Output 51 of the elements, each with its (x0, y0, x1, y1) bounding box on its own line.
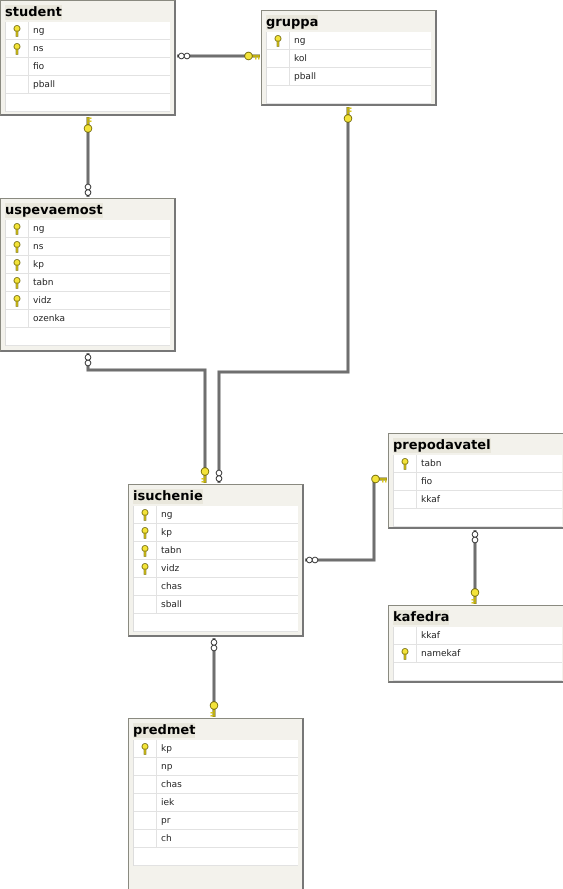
column-name: namekaf (421, 648, 460, 658)
table-box (0, 0, 176, 116)
table-name: isuchenie (133, 489, 203, 504)
column-name: pball (294, 72, 316, 82)
table-name: kafedra (393, 610, 450, 625)
relationship-line (84, 116, 92, 197)
relationship-line (84, 353, 210, 484)
relationship-line (470, 530, 480, 604)
column-name: vidz (33, 296, 52, 306)
column-name: tabn (161, 546, 182, 556)
relationship-line (177, 52, 260, 60)
table-box (128, 718, 304, 889)
column-name: iek (161, 798, 174, 808)
column-name: ng (33, 26, 44, 36)
column-name: kp (161, 744, 172, 754)
column-name: fio (33, 62, 44, 72)
relationship-line (210, 638, 218, 718)
column-name: tabn (33, 278, 54, 288)
column-name: ozenka (33, 314, 66, 324)
column-name: kol (294, 54, 307, 64)
relationship-line (305, 474, 388, 564)
column-name: chas (161, 780, 182, 790)
column-name: fio (421, 476, 432, 486)
column-name: ch (161, 834, 172, 844)
column-name: kp (161, 528, 172, 538)
column-name: kkaf (421, 494, 440, 504)
column-name: kkaf (421, 630, 440, 640)
column-name: tabn (421, 458, 442, 468)
column-name: ng (161, 510, 172, 520)
column-name: pr (161, 816, 170, 826)
table-name: student (5, 5, 62, 20)
column-name: kp (33, 260, 44, 270)
column-name: sball (161, 600, 182, 610)
column-name: vidz (161, 564, 180, 574)
table-box (0, 198, 176, 352)
table-name: gruppa (266, 15, 318, 30)
relationship-line (216, 106, 352, 483)
column-name: ns (33, 44, 44, 54)
column-name: ns (33, 242, 44, 252)
table-box (261, 10, 437, 106)
column-name: chas (161, 582, 182, 592)
column-name: pball (33, 80, 55, 90)
column-name: np (161, 762, 172, 772)
table-box (388, 605, 563, 683)
column-name: ng (33, 224, 44, 234)
table-name: predmet (133, 723, 196, 738)
table-box (128, 484, 304, 637)
table-name: prepodavatel (393, 438, 491, 453)
column-name: ng (294, 36, 306, 46)
table-box (388, 433, 563, 529)
table-name: uspevaemost (5, 203, 103, 218)
